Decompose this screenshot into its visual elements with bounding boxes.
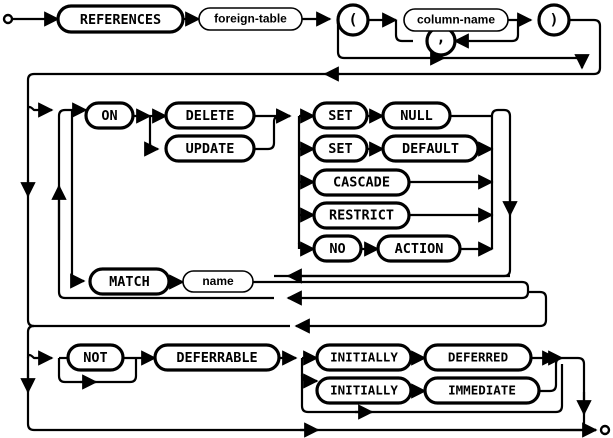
not-label: NOT <box>83 350 107 366</box>
node-name: name <box>182 270 254 293</box>
node-set-default-set: SET <box>312 134 369 163</box>
track-loop-top-left <box>57 108 72 117</box>
row-on-match: ON DELETE UPDATE <box>20 72 548 334</box>
node-null: NULL <box>381 101 452 130</box>
node-column-name: column-name <box>403 8 509 32</box>
track-comma-loop-right <box>453 20 520 49</box>
on-label: ON <box>101 108 117 124</box>
node-references: REFERENCES <box>56 4 185 34</box>
references-label: REFERENCES <box>80 12 161 28</box>
track-group3-outer-bypass <box>26 324 596 432</box>
track-comma-loop-left <box>394 20 413 43</box>
track-split-to-initially2 <box>300 373 319 389</box>
lparen-label: ( <box>348 11 357 29</box>
node-foreign-table: foreign-table <box>198 7 303 31</box>
track-group2-exit <box>300 290 548 328</box>
node-deferred: DEFERRED <box>423 343 533 372</box>
track-bypass-join <box>574 54 590 70</box>
update-label: UPDATE <box>186 141 235 157</box>
node-rparen: ) <box>537 3 571 37</box>
end-circle <box>599 424 611 436</box>
no-label: NO <box>329 241 345 257</box>
track-group3-entry <box>26 350 54 366</box>
initially-1-label: INITIALLY <box>330 350 398 365</box>
immediate-label: IMMEDIATE <box>448 383 516 398</box>
match-label: MATCH <box>109 274 150 290</box>
restrict-label: RESTRICT <box>329 208 394 224</box>
node-match: MATCH <box>88 267 171 296</box>
track-paren-bypass <box>336 19 576 60</box>
default-label: DEFAULT <box>402 141 459 157</box>
track-group2-entry <box>26 102 54 118</box>
node-deferrable: DEFERRABLE <box>153 343 281 372</box>
node-initially-2: INITIALLY <box>315 376 413 405</box>
node-action: ACTION <box>376 234 462 263</box>
track-name-merge <box>253 280 530 292</box>
foreign-table-label: foreign-table <box>214 12 287 26</box>
deferred-label: DEFERRED <box>448 350 508 365</box>
track-action-noaction <box>297 241 316 257</box>
name-label: name <box>202 274 234 288</box>
cascade-label: CASCADE <box>333 175 390 191</box>
row-deferrable: NOT DEFERRABLE INITIALLY DEFERRED <box>20 324 611 438</box>
deferrable-label: DEFERRABLE <box>176 350 257 366</box>
node-default: DEFAULT <box>381 134 480 163</box>
track-update-merge <box>254 108 292 151</box>
node-no: NO <box>312 234 363 263</box>
start-circle <box>2 13 14 25</box>
node-update: UPDATE <box>164 134 256 163</box>
track-match-return <box>286 290 530 306</box>
track-onclause-exit <box>274 108 512 278</box>
comma-label: , <box>436 29 445 47</box>
set-default-set-label: SET <box>328 141 352 157</box>
node-initially-1: INITIALLY <box>315 343 413 372</box>
track-on-match-loop-return-bottom <box>57 116 274 300</box>
node-cascade: CASCADE <box>312 168 411 197</box>
track-branch-to-match <box>70 110 86 289</box>
node-delete: DELETE <box>164 101 256 130</box>
node-immediate: IMMEDIATE <box>423 376 541 405</box>
column-name-label: column-name <box>417 13 495 27</box>
node-lparen: ( <box>336 3 370 37</box>
track-split-to-update <box>144 116 160 157</box>
row-references: REFERENCES foreign-table ( , <box>2 3 602 82</box>
track-initially-bypass <box>300 358 384 414</box>
node-on: ON <box>84 101 135 130</box>
node-set-null-set: SET <box>312 101 369 130</box>
initially-2-label: INITIALLY <box>330 383 398 398</box>
node-restrict: RESTRICT <box>312 201 411 230</box>
action-label: ACTION <box>395 241 444 257</box>
track-row1-to-row2 <box>34 18 602 76</box>
track-initially-bypass-merge <box>384 364 564 414</box>
rparen-label: ) <box>549 11 558 29</box>
track-immediate-merge <box>539 350 564 393</box>
null-label: NULL <box>400 108 433 124</box>
track-group3-exit <box>562 356 596 432</box>
delete-label: DELETE <box>186 108 235 124</box>
node-not: NOT <box>66 343 125 372</box>
set-null-set-label: SET <box>328 108 352 124</box>
